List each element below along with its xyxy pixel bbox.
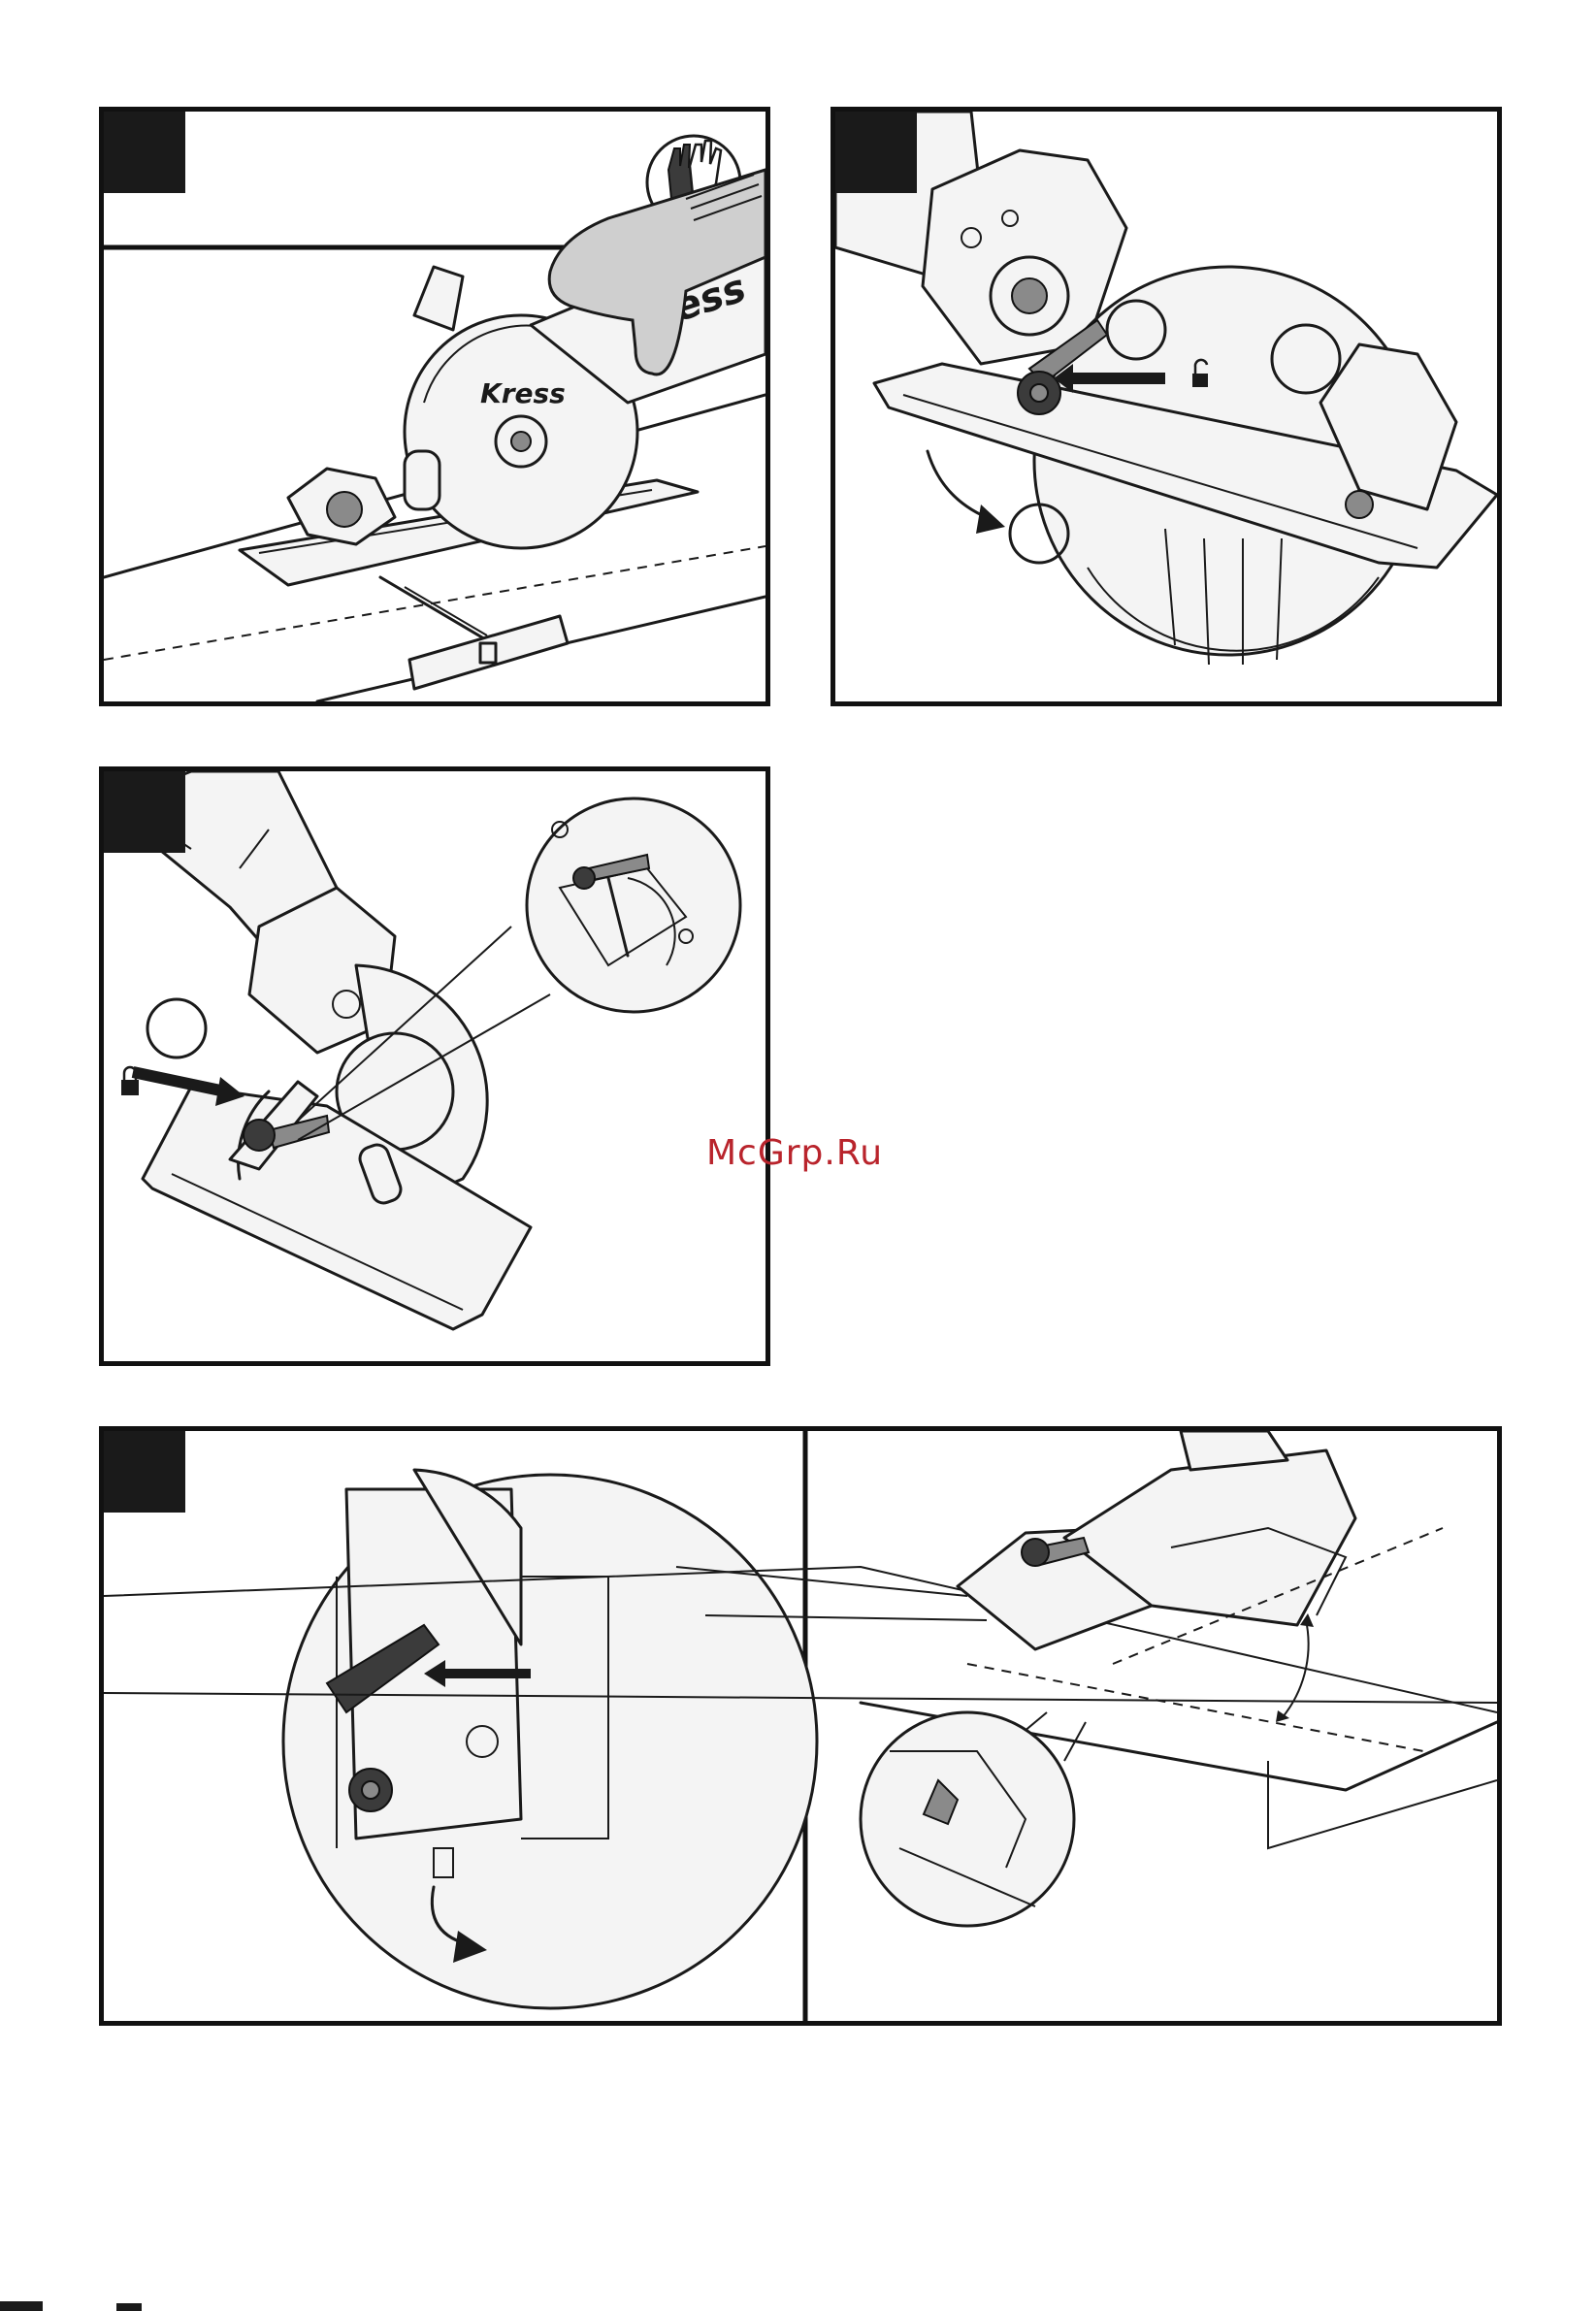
detail-magnifier-right	[861, 1712, 1086, 1926]
lock-icon	[121, 1067, 139, 1095]
brand-logo-guard: Kress	[480, 377, 566, 409]
figure-number-box	[104, 1431, 185, 1513]
figure-panel-1: Kress Kress	[99, 107, 770, 706]
watermark-text: McGrp.Ru	[706, 1133, 883, 1173]
footer-mark	[0, 2301, 43, 2311]
figure-panel-4	[99, 1426, 1502, 2026]
saw-guide-illustration: Kress Kress	[104, 112, 765, 701]
detail-magnifier-left	[283, 1470, 817, 2008]
figure-number-box	[835, 112, 917, 193]
footer-mark	[116, 2303, 142, 2311]
figure-panel-3	[99, 766, 770, 1366]
figure-number-box	[104, 112, 185, 193]
figure-number-box	[104, 771, 185, 853]
bevel-cut-illustration	[104, 1431, 1497, 2021]
bevel-lock-illustration	[104, 771, 765, 1361]
figure-panel-2	[831, 107, 1502, 706]
depth-adjust-illustration	[835, 112, 1497, 701]
detail-magnifier	[527, 798, 740, 1012]
callout-circle-a	[147, 999, 206, 1058]
